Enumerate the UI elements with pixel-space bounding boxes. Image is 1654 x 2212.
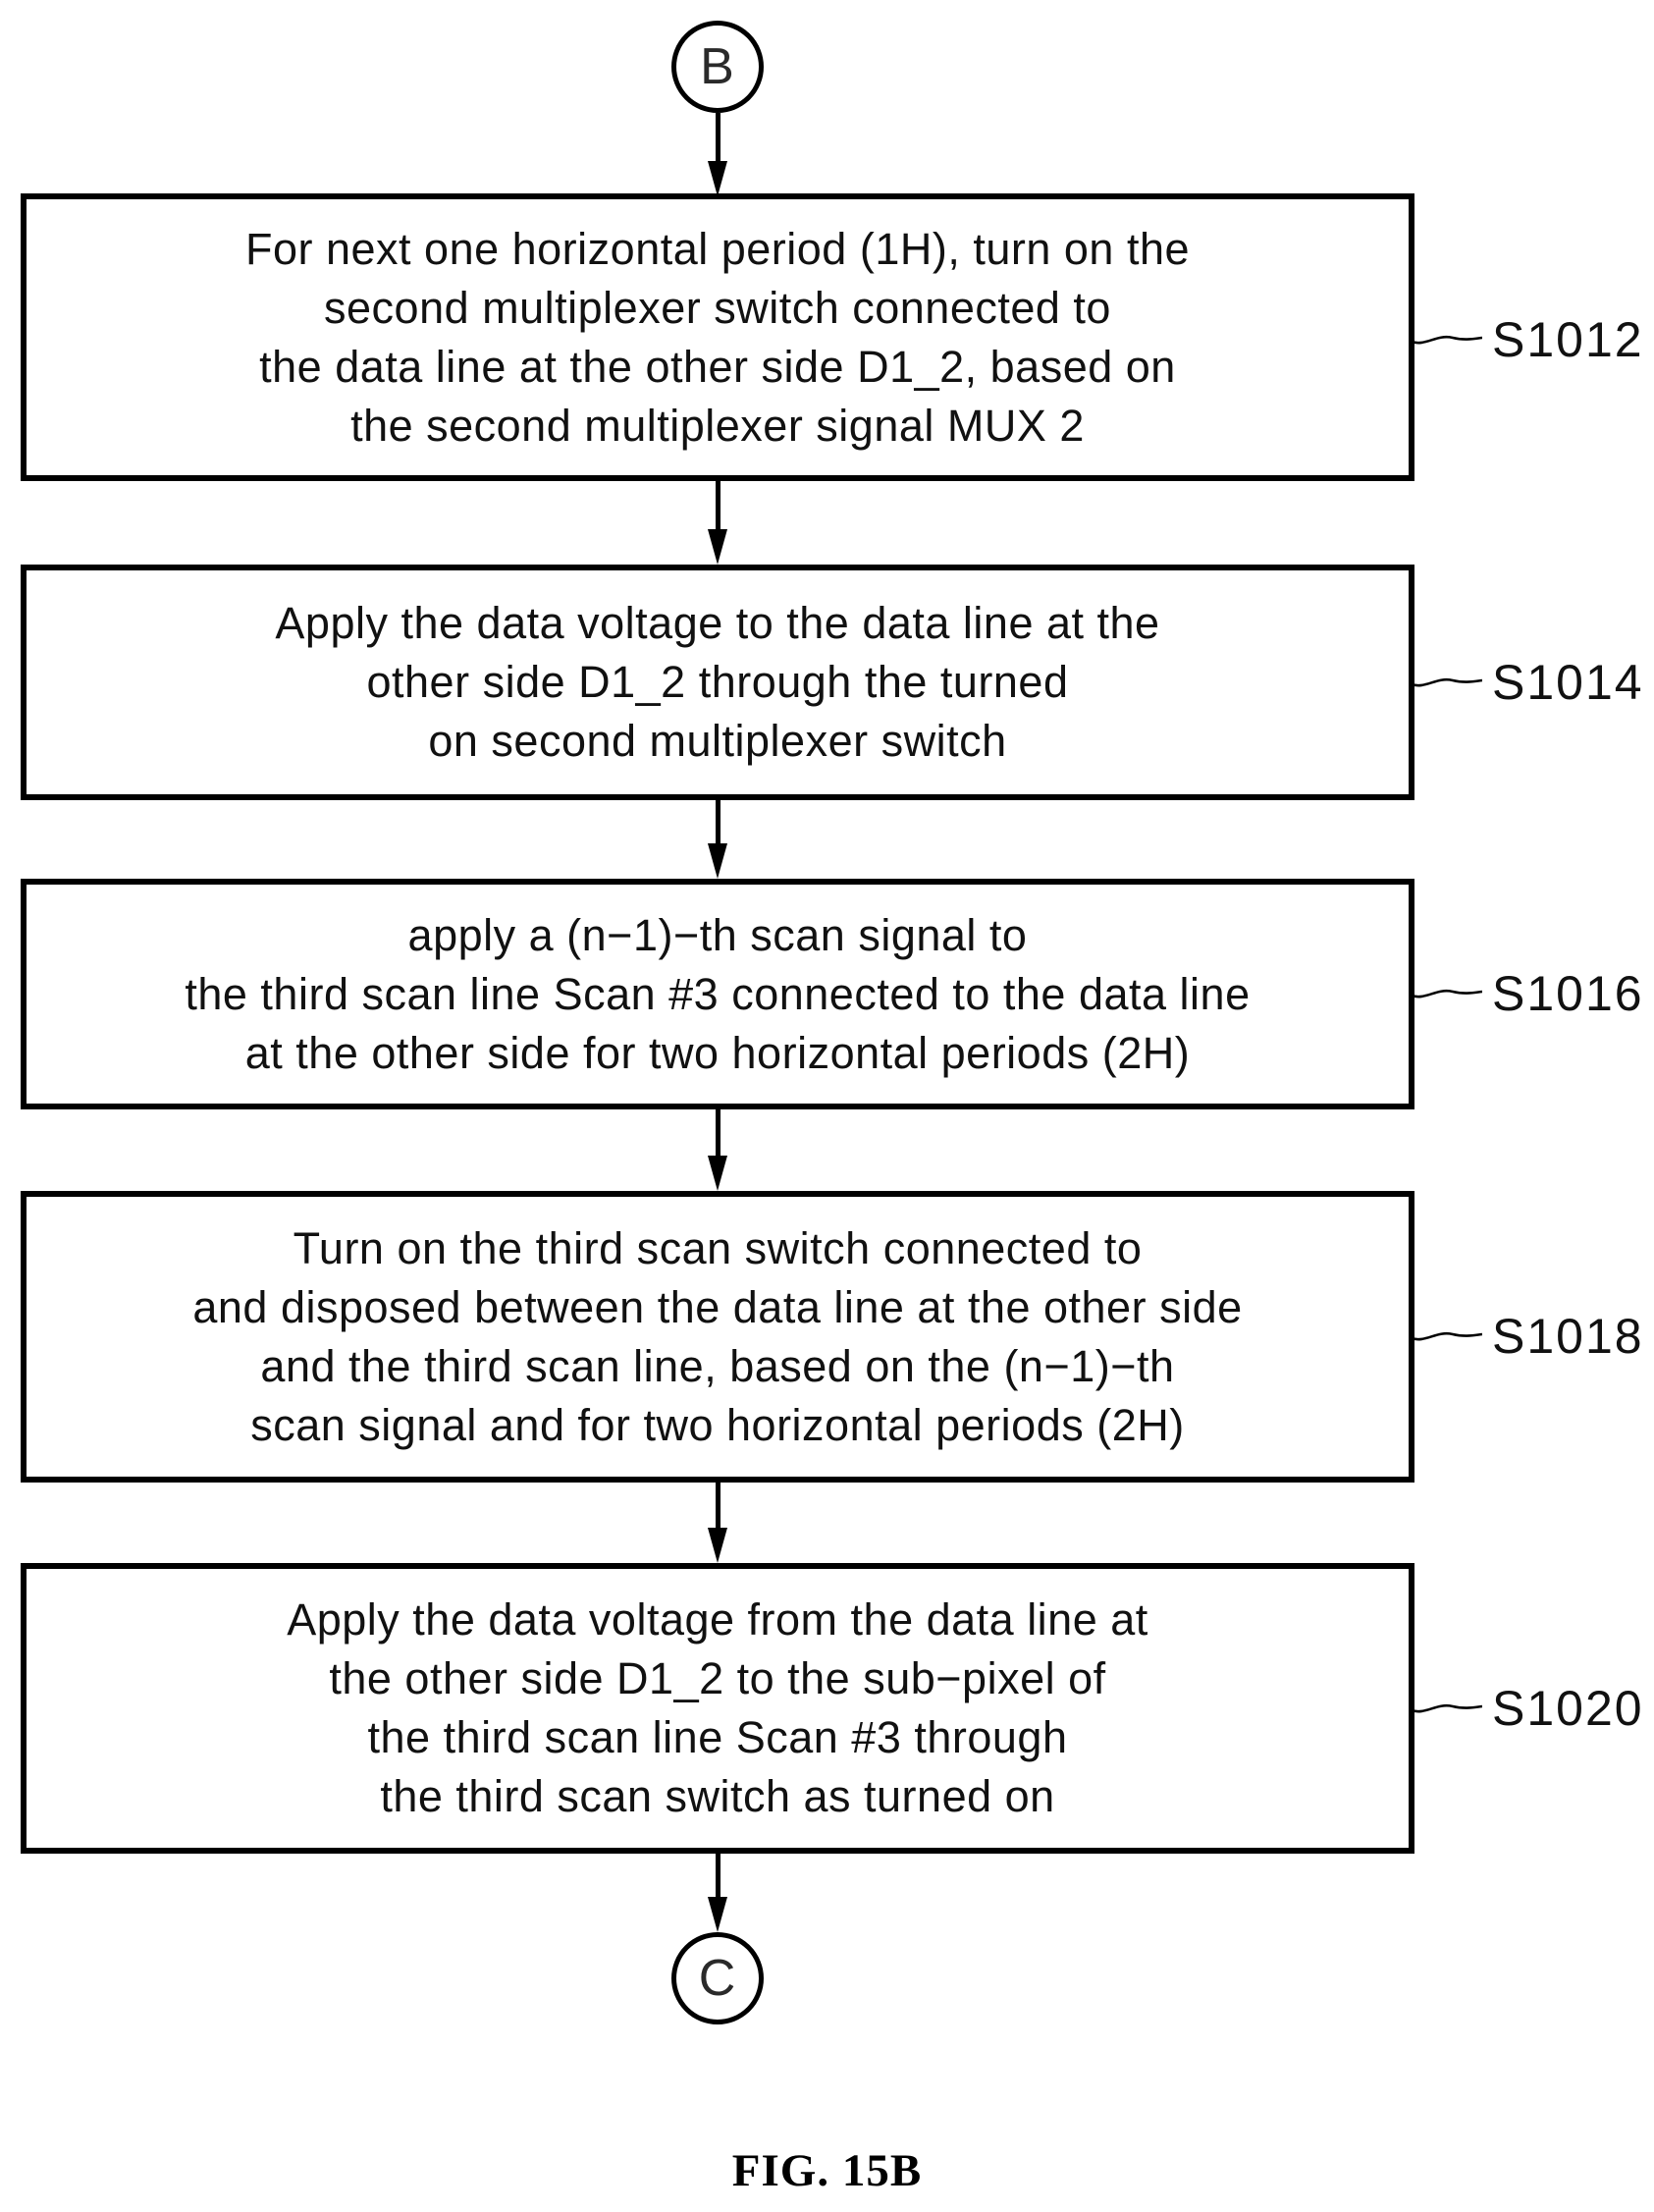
arrow-stem [715,1854,720,1907]
step-text-line: and the third scan line, based on the (n… [260,1340,1175,1391]
arrow-stem [715,800,720,853]
step-reference-label-s1020: S1020 [1412,1681,1644,1736]
step-text-line: apply a (n−1)−th scan signal to [407,909,1028,960]
exit-connector-label: C [698,1950,737,2007]
step-text-line: and disposed between the data line at th… [192,1281,1243,1332]
arrow-head [708,1528,727,1563]
step-text-line: Apply the data voltage to the data line … [275,598,1160,648]
arrow-down-icon [700,481,735,565]
step-text-line: the data line at the other side D1_2, ba… [259,341,1176,392]
step-text-line: the third scan line Scan #3 connected to… [185,968,1251,1019]
arrow-head [708,1897,727,1932]
label-leader-line [1412,1331,1482,1341]
step-text-line: the third scan switch as turned on [380,1771,1055,1821]
step-text-line: Turn on the third scan switch connected … [293,1222,1143,1273]
exit-connector-circle: C [671,1932,764,2024]
figure-caption: FIG. 15B [731,2145,923,2196]
process-step-box-s1016: apply a (n−1)−th scan signal to the thir… [21,879,1414,1109]
arrow-down-icon [700,1483,735,1563]
entry-connector-circle: B [671,21,764,113]
process-step-box-s1014: Apply the data voltage to the data line … [21,565,1414,800]
arrow-stem [715,113,720,171]
step-text-line: at the other side for two horizontal per… [244,1027,1191,1078]
step-text-line: the other side D1_2 to the sub−pixel of [329,1653,1106,1703]
step-reference-text: S1014 [1492,655,1644,710]
step-reference-label-s1014: S1014 [1412,655,1644,710]
process-step-box-s1020: Apply the data voltage from the data lin… [21,1563,1414,1854]
arrow-stem [715,481,720,539]
label-leader-line [1412,1703,1482,1713]
step-text-line: scan signal and for two horizontal perio… [250,1399,1185,1450]
step-reference-text: S1018 [1492,1309,1644,1364]
arrow-down-icon [700,800,735,879]
arrow-down-icon [700,1854,735,1932]
arrow-stem [715,1483,720,1538]
step-reference-text: S1020 [1492,1681,1644,1736]
step-text-line: the second multiplexer signal MUX 2 [350,400,1085,451]
process-step-box-s1012: For next one horizontal period (1H), tur… [21,193,1414,481]
step-text-line: For next one horizontal period (1H), tur… [244,223,1190,274]
step-text-line: on second multiplexer switch [428,716,1007,766]
step-reference-text: S1012 [1492,312,1644,367]
arrow-head [708,529,727,565]
label-leader-line [1412,335,1482,345]
step-text-line: Apply the data voltage from the data lin… [287,1594,1148,1645]
label-leader-line [1412,989,1482,998]
step-reference-label-s1012: S1012 [1412,312,1644,367]
process-step-box-s1018: Turn on the third scan switch connected … [21,1191,1414,1483]
arrow-head [708,843,727,879]
step-reference-label-s1018: S1018 [1412,1309,1644,1364]
label-leader-line [1412,677,1482,687]
step-text-line: second multiplexer switch connected to [324,282,1111,333]
arrow-down-icon [700,1109,735,1191]
arrow-head [708,161,727,196]
entry-connector-label: B [700,38,735,95]
step-reference-text: S1016 [1492,966,1644,1021]
arrow-stem [715,1109,720,1165]
arrow-down-icon [700,113,735,196]
arrow-head [708,1156,727,1191]
step-reference-label-s1016: S1016 [1412,966,1644,1021]
step-text-line: the third scan line Scan #3 through [367,1712,1068,1762]
step-text-line: other side D1_2 through the turned [366,657,1069,707]
